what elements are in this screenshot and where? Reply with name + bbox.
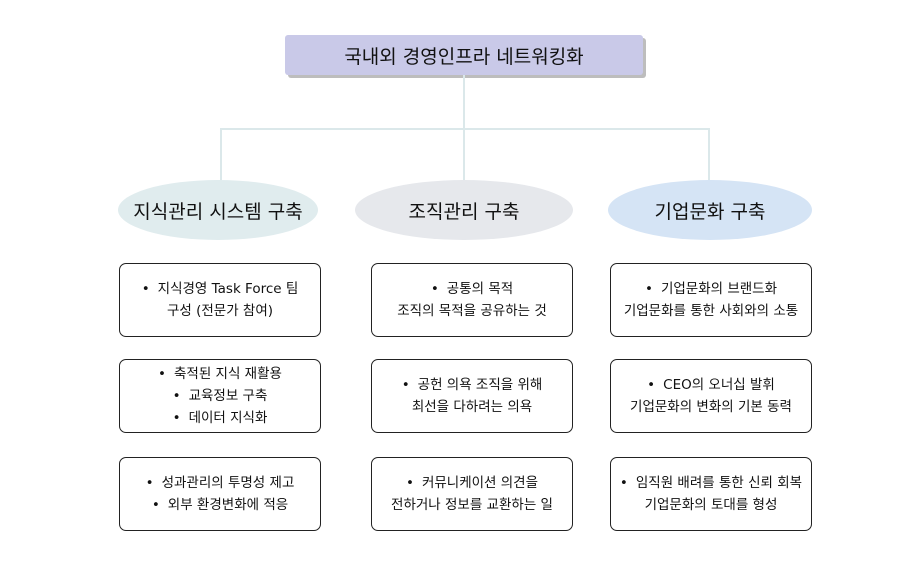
detail-line: 교육정보 구축	[173, 385, 268, 407]
category-label: 조직관리 구축	[408, 200, 520, 223]
detail-line: 구성 (전문가 참여)	[166, 303, 274, 319]
detail-line: 기업문화의 변화의 기본 동력	[630, 399, 792, 415]
detail-line: 임직원 배려를 통한 신뢰 회복	[620, 472, 802, 494]
connector-line	[220, 128, 222, 183]
detail-line: 최선을 다하려는 의욕	[411, 399, 533, 415]
detail-line: CEO의 오너십 발휘	[647, 374, 775, 396]
detail-line: 성과관리의 투명성 제고	[146, 472, 295, 494]
detail-line: 기업문화의 토대를 형성	[644, 497, 778, 513]
category-label: 기업문화 구축	[654, 200, 766, 223]
detail-line: 기업문화를 통한 사회와의 소통	[623, 303, 799, 319]
connector-line	[708, 128, 710, 183]
detail-line: 기업문화의 브랜드화	[645, 278, 777, 300]
detail-line: 전하거나 정보를 교환하는 일	[391, 497, 553, 513]
detail-line: 공헌 의욕 조직을 위해	[402, 374, 543, 396]
connector-line	[463, 75, 465, 180]
detail-line: 데이터 지식화	[173, 407, 268, 429]
category-label: 지식관리 시스템 구축	[133, 200, 303, 223]
connector-line	[220, 128, 710, 130]
detail-box: 성과관리의 투명성 제고외부 환경변화에 적응	[119, 457, 321, 531]
detail-line: 공통의 목적	[431, 278, 513, 300]
detail-box: 축적된 지식 재활용교육정보 구축데이터 지식화	[119, 359, 321, 433]
category-ellipse-knowledge: 지식관리 시스템 구축	[118, 180, 318, 240]
category-ellipse-culture: 기업문화 구축	[608, 180, 812, 240]
root-title: 국내외 경영인프라 네트워킹화	[344, 45, 584, 68]
category-ellipse-organization: 조직관리 구축	[355, 180, 573, 240]
detail-line: 지식경영 Task Force 팀	[142, 278, 299, 300]
detail-line: 커뮤니케이션 의견을	[406, 472, 538, 494]
detail-line: 외부 환경변화에 적응	[152, 494, 288, 516]
detail-line: 조직의 목적을 공유하는 것	[397, 303, 547, 319]
detail-box: 지식경영 Task Force 팀구성 (전문가 참여)	[119, 263, 321, 337]
detail-line: 축적된 지식 재활용	[158, 363, 282, 385]
root-title-box: 국내외 경영인프라 네트워킹화	[285, 35, 643, 75]
